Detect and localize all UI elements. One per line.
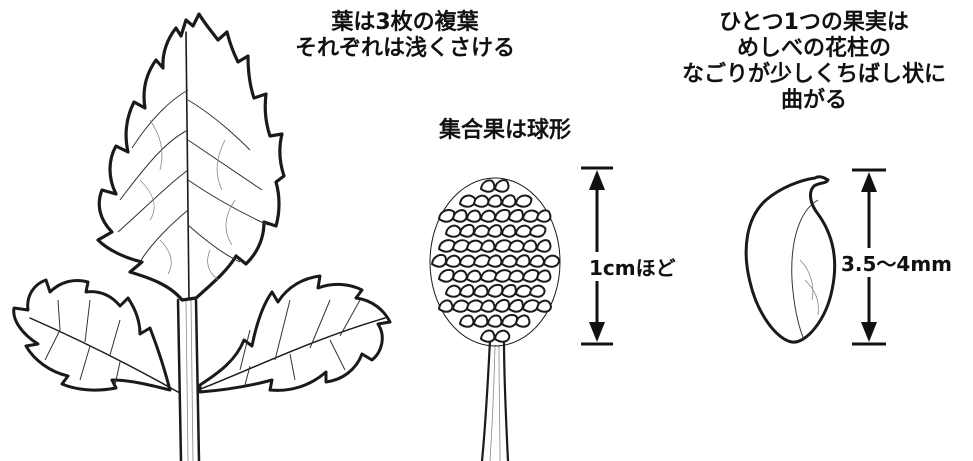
leaf-caption-line-2: それぞれは浅くさける xyxy=(294,36,515,61)
achene xyxy=(487,254,503,268)
achene xyxy=(487,224,503,238)
left-leaflet xyxy=(12,278,172,392)
achene xyxy=(480,329,496,343)
achene-caption-line-2: めしべの花柱の xyxy=(736,36,891,61)
achene xyxy=(501,224,517,238)
achene xyxy=(494,208,511,223)
achene xyxy=(501,314,518,328)
leaf-caption-line-1: 葉は3枚の複葉 xyxy=(331,10,479,35)
achene xyxy=(522,269,540,283)
single-achene-drawing xyxy=(744,175,837,344)
achene xyxy=(494,298,510,313)
achene xyxy=(515,284,533,298)
achene xyxy=(508,299,524,313)
achene xyxy=(438,268,455,283)
achene xyxy=(466,209,482,223)
achene xyxy=(536,209,552,223)
achene xyxy=(438,299,454,313)
achene xyxy=(459,254,476,268)
terminal-leaflet xyxy=(96,12,286,302)
achene xyxy=(452,299,470,313)
achene xyxy=(445,224,462,238)
achene xyxy=(529,224,547,238)
achene xyxy=(473,224,490,238)
achene xyxy=(508,239,525,253)
achene-caption-line-1: ひとつ1つの果実は xyxy=(719,10,909,35)
achene xyxy=(480,239,496,253)
achene xyxy=(487,283,504,298)
achene xyxy=(536,269,552,283)
achene-caption: ひとつ1つの果実は めしべの花柱の なごりが少しくちばし状に 曲がる xyxy=(655,10,973,114)
achene xyxy=(543,254,560,268)
achene xyxy=(452,209,468,223)
achene-caption-line-3: なごりが少しくちばし状に xyxy=(681,62,946,87)
achene xyxy=(494,269,512,283)
fruit-caption-line-1: 集合果は球形 xyxy=(438,118,571,143)
achene xyxy=(459,314,475,328)
achene xyxy=(487,194,503,208)
achene xyxy=(494,239,512,253)
achene xyxy=(445,284,462,298)
aggregate-fruit-drawing xyxy=(429,177,561,461)
achene xyxy=(501,284,517,298)
achene xyxy=(452,239,470,253)
achene xyxy=(529,254,545,268)
achene-caption-line-4: 曲がる xyxy=(780,88,847,113)
achene xyxy=(536,299,552,313)
achene xyxy=(501,254,518,268)
achene xyxy=(508,269,525,283)
achene xyxy=(480,269,498,283)
achene xyxy=(515,254,531,268)
achene xyxy=(515,194,533,208)
achene xyxy=(480,179,496,193)
achene xyxy=(508,209,524,223)
achene xyxy=(473,254,491,268)
achene xyxy=(480,299,496,313)
achene xyxy=(466,299,484,313)
achene xyxy=(487,314,503,328)
achene xyxy=(459,284,475,298)
achene xyxy=(473,314,489,328)
achene xyxy=(480,209,497,223)
compound-leaf-drawing xyxy=(12,12,392,461)
achene xyxy=(515,224,532,238)
leaf-caption: 葉は3枚の複葉 それぞれは浅くさける xyxy=(250,10,560,62)
achene xyxy=(431,254,447,268)
achene xyxy=(473,194,490,208)
right-leaflet xyxy=(198,274,392,394)
fruit-size-label: 1cmほど xyxy=(588,252,677,281)
achene xyxy=(473,284,489,298)
achene xyxy=(522,209,540,223)
achene xyxy=(536,239,552,253)
achene xyxy=(452,269,468,283)
achene xyxy=(522,299,540,313)
fruit-caption: 集合果は球形 xyxy=(405,118,605,144)
achene xyxy=(501,194,517,208)
achene xyxy=(466,269,482,283)
achene xyxy=(445,254,462,268)
achene xyxy=(494,329,511,343)
achene xyxy=(438,239,456,253)
achene xyxy=(529,284,546,298)
achene xyxy=(459,224,475,238)
achene xyxy=(438,209,456,223)
achene xyxy=(459,194,477,208)
achene-size-label: 3.5〜4mm xyxy=(840,248,954,277)
achene xyxy=(522,239,538,253)
achene xyxy=(515,314,531,328)
achene xyxy=(494,179,510,193)
achene xyxy=(466,239,484,253)
